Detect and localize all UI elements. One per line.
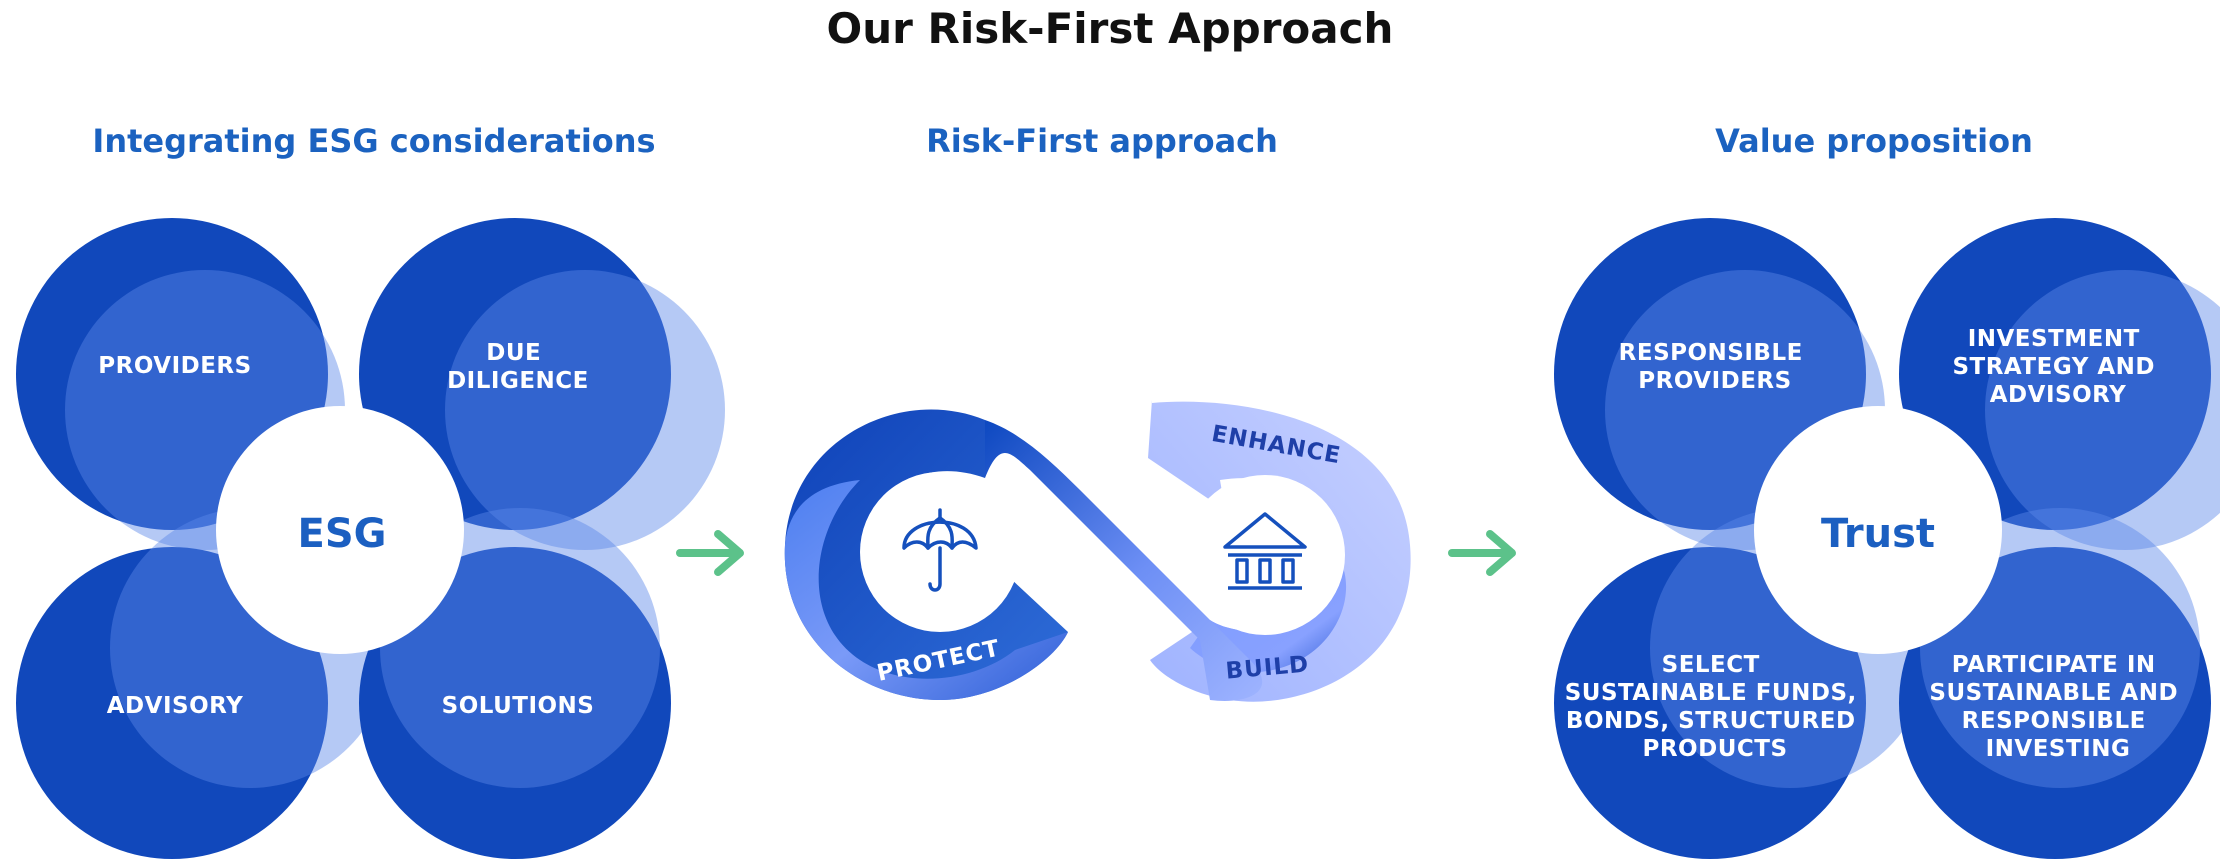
- umbrella-icon: [902, 508, 978, 592]
- esg-hub: [216, 406, 464, 654]
- flow-arrow-right-icon: [676, 530, 744, 576]
- page-title: Our Risk-First Approach: [826, 4, 1394, 53]
- esg-petal-due-diligence-label: DUE DILIGENCE: [447, 340, 589, 394]
- esg-petal-advisory-label: ADVISORY: [107, 693, 243, 719]
- flow-arrow-right-icon: [1448, 530, 1516, 576]
- bank-icon: [1223, 512, 1307, 590]
- value-section-heading: Value proposition: [1715, 122, 2033, 160]
- trust-petal-investment-strategy-label: INVESTMENT STRATEGY AND ADVISORY: [1952, 326, 2163, 408]
- trust-hub-label: Trust: [1821, 511, 1935, 557]
- esg-hub-label: ESG: [298, 511, 387, 557]
- trust-petal-investment-strategy: INVESTMENT STRATEGY AND ADVISORY: [1899, 218, 2220, 550]
- trust-flower: RESPONSIBLE PROVIDERS INVESTMENT STRATEG…: [1554, 218, 2220, 859]
- infinity-loop: PROTECT ENHANCE BUILD: [784, 400, 1411, 702]
- esg-section-heading: Integrating ESG considerations: [92, 122, 656, 160]
- esg-flower: PROVIDERS DUE DILIGENCE ADVISORY SOLUTIO…: [16, 218, 725, 859]
- esg-petal-solutions-label: SOLUTIONS: [442, 693, 595, 719]
- trust-petal-participate-label: PARTICIPATE IN SUSTAINABLE AND RESPONSIB…: [1929, 652, 2186, 762]
- trust-petal-responsible-providers-label: RESPONSIBLE PROVIDERS: [1619, 340, 1812, 394]
- esg-petal-providers-label: PROVIDERS: [98, 353, 251, 379]
- risk-section-heading: Risk-First approach: [926, 122, 1278, 160]
- trust-petal-select-sustainable-label: SELECT SUSTAINABLE FUNDS, BONDS, STRUCTU…: [1565, 652, 1866, 762]
- trust-petal-select-sustainable: SELECT SUSTAINABLE FUNDS, BONDS, STRUCTU…: [1554, 508, 1930, 859]
- trust-hub: [1754, 406, 2002, 654]
- esg-petal-due-diligence: DUE DILIGENCE: [359, 218, 725, 550]
